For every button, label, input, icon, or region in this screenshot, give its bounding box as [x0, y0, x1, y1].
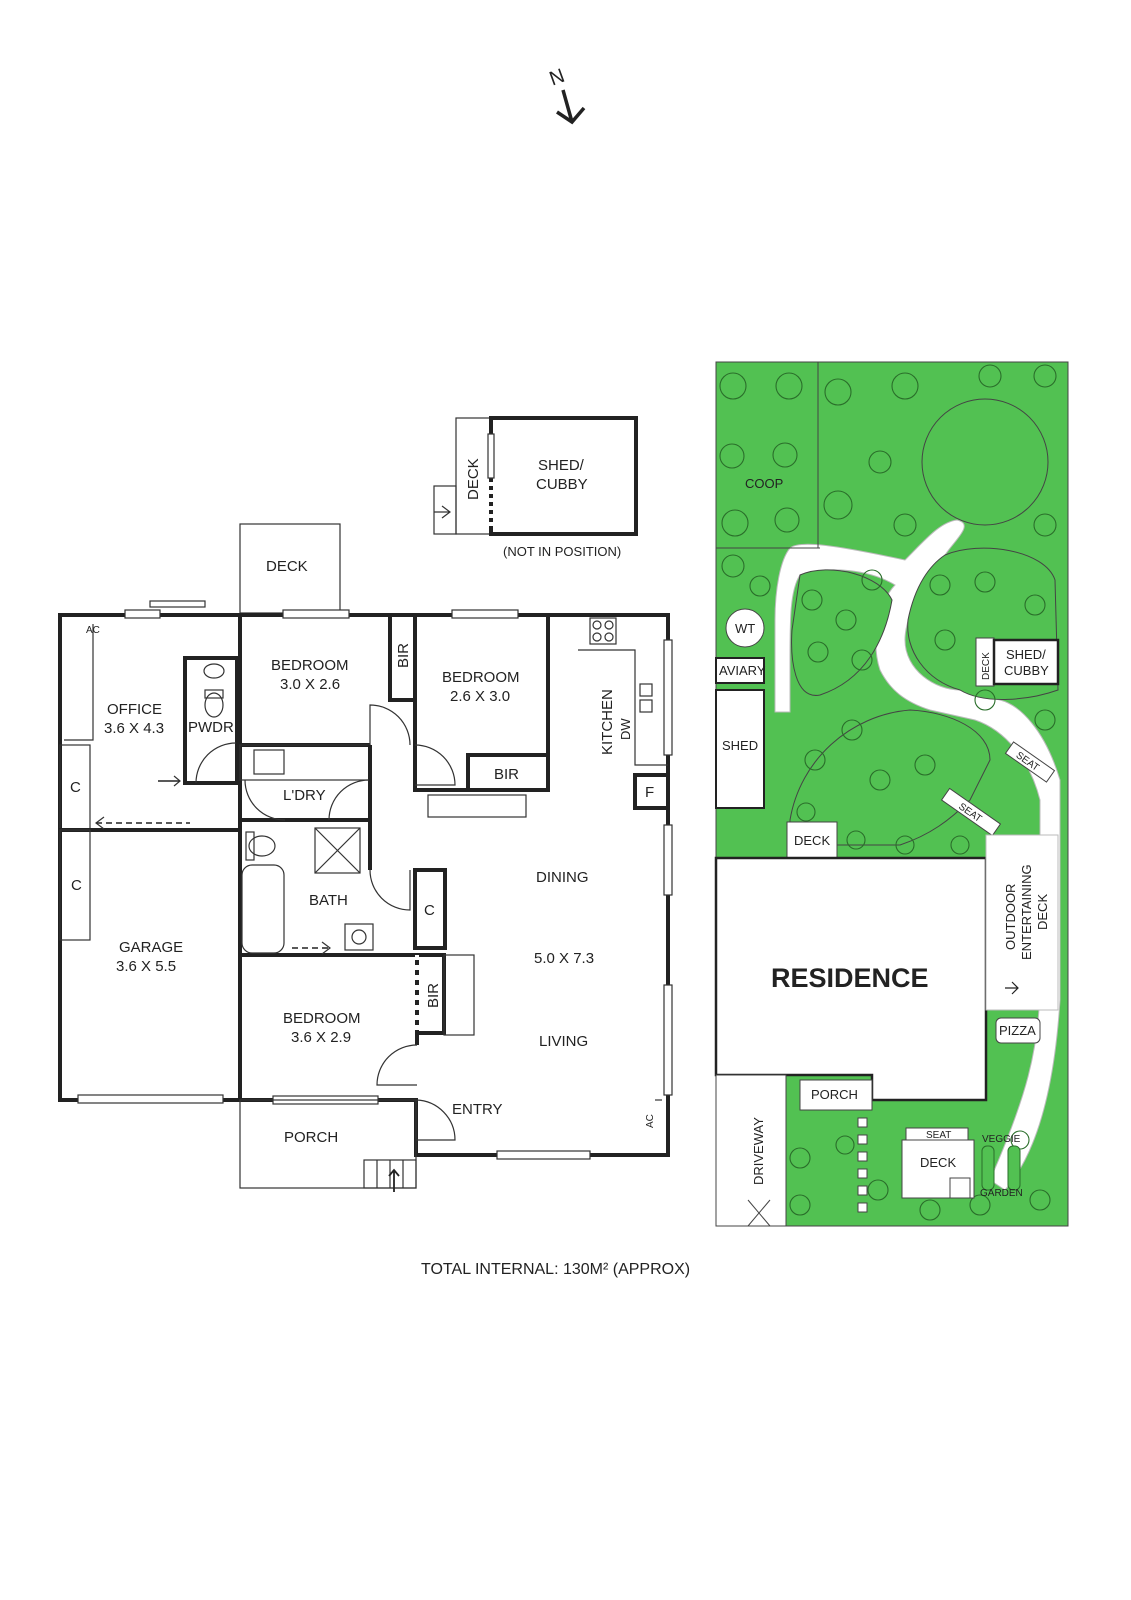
bedroom-2: BIR BEDROOM 2.6 X 3.0	[413, 615, 550, 818]
outdoor-deck-line3: DECK	[1035, 894, 1050, 930]
kitchen: KITCHEN DW F	[578, 617, 670, 810]
bedroom1-size: 3.0 X 2.6	[280, 676, 340, 693]
veggie-garden: VEGGIE GARDEN	[980, 1134, 1023, 1199]
compass-label: N	[547, 65, 568, 91]
shed-note: (NOT IN POSITION)	[503, 544, 621, 559]
porch-label: PORCH	[284, 1129, 338, 1146]
coop-label: COOP	[745, 476, 783, 491]
pizza-oven	[995, 1017, 1041, 1044]
laundry-label: L'DRY	[283, 787, 326, 804]
shed-label-line2: CUBBY	[536, 476, 588, 493]
pwdr-label: PWDR	[188, 719, 234, 736]
site-cubby-deck-label: DECK	[981, 652, 992, 680]
site-shed-cubby	[992, 638, 1060, 686]
site-deck-bottom-label: DECK	[920, 1155, 956, 1170]
garage-size: 3.6 X 5.5	[116, 958, 176, 975]
site-plan: COOP WT AVIARY SHED DECK SHED/ CUBBY SEA…	[714, 361, 1069, 1227]
living-label: LIVING	[539, 1033, 588, 1050]
office-size: 3.6 X 4.3	[104, 720, 164, 737]
garden-label: GARDEN	[980, 1188, 1023, 1199]
outdoor-entertaining-deck	[985, 834, 1059, 1011]
bedroom2-name: BEDROOM	[442, 669, 520, 686]
living-ac: AC	[645, 1114, 656, 1128]
compass-arrow-icon	[556, 89, 586, 125]
lawn-bed-1	[791, 569, 893, 696]
site-porch	[799, 1079, 873, 1111]
lawn-circle	[921, 398, 1049, 526]
site-shed	[715, 689, 765, 809]
site-deck-bottom	[901, 1139, 975, 1199]
stepping-stones	[857, 1117, 868, 1213]
garage-cupboard: C	[71, 877, 82, 894]
aviary	[715, 657, 765, 684]
kitchen-fridge: F	[645, 784, 654, 801]
pizza-label: PIZZA	[999, 1023, 1036, 1038]
garage-name: GARAGE	[119, 939, 183, 956]
living-size: 5.0 X 7.3	[534, 950, 594, 967]
dining-label: DINING	[536, 869, 589, 886]
kitchen-name: KITCHEN	[599, 689, 616, 755]
north-arrow: N	[547, 65, 586, 125]
outdoor-deck-line2: ENTERTAINING	[1019, 864, 1034, 960]
site-porch-label: PORCH	[811, 1087, 858, 1102]
site-deck-left-label: DECK	[794, 833, 830, 848]
water-tank	[725, 608, 765, 648]
bedroom1-bir: BIR	[395, 643, 412, 668]
porch: PORCH	[239, 1099, 417, 1192]
bathroom: BATH C	[238, 820, 447, 957]
driveway-label: DRIVEWAY	[751, 1117, 766, 1185]
laundry: L'DRY	[239, 744, 372, 822]
kitchen-dw: DW	[618, 718, 633, 740]
seat-1	[1004, 741, 1056, 783]
site-cubby-line2: CUBBY	[1004, 663, 1049, 678]
bath-cupboard: C	[424, 902, 435, 919]
office-cupboard: C	[70, 779, 81, 796]
outdoor-deck-line1: OUTDOOR	[1003, 884, 1018, 950]
shed-label-line1: SHED/	[538, 457, 585, 474]
veggie-label: VEGGIE	[982, 1134, 1021, 1145]
floor-plan: DECK DECK SHED/ CUBBY (NOT IN POSITION) …	[58, 416, 673, 1192]
shed-cubby: DECK SHED/ CUBBY (NOT IN POSITION)	[433, 416, 638, 559]
bedroom2-size: 2.6 X 3.0	[450, 688, 510, 705]
wt-label: WT	[735, 621, 755, 636]
residence-label: RESIDENCE	[771, 963, 929, 993]
bedroom-1: BIR BEDROOM 3.0 X 2.6	[240, 613, 417, 747]
office-name: OFFICE	[107, 701, 162, 718]
site-shed-label: SHED	[722, 738, 758, 753]
office-wing: AC C OFFICE 3.6 X 4.3	[58, 600, 240, 831]
bedroom1-name: BEDROOM	[271, 657, 349, 674]
bedroom3-size: 3.6 X 2.9	[291, 1029, 351, 1046]
bedroom-3: BIR BEDROOM 3.6 X 2.9	[283, 953, 475, 1086]
bedroom2-bir: BIR	[494, 766, 519, 783]
aviary-label: AVIARY	[719, 663, 766, 678]
entry-label: ENTRY	[452, 1101, 503, 1118]
bedroom3-name: BEDROOM	[283, 1010, 361, 1027]
deck-top-label: DECK	[266, 558, 308, 575]
seat3-label: SEAT	[926, 1130, 951, 1141]
total-internal: TOTAL INTERNAL: 130M² (APPROX)	[421, 1261, 690, 1278]
driveway	[715, 1074, 787, 1227]
seat-2	[940, 787, 1002, 837]
garage: C GARAGE 3.6 X 5.5	[58, 816, 242, 1104]
bedroom3-bir: BIR	[425, 983, 442, 1008]
site-cubby-line1: SHED/	[1006, 647, 1046, 662]
bath-label: BATH	[309, 892, 348, 909]
shed-deck-label: DECK	[465, 458, 482, 500]
powder-room: PWDR	[183, 656, 239, 785]
